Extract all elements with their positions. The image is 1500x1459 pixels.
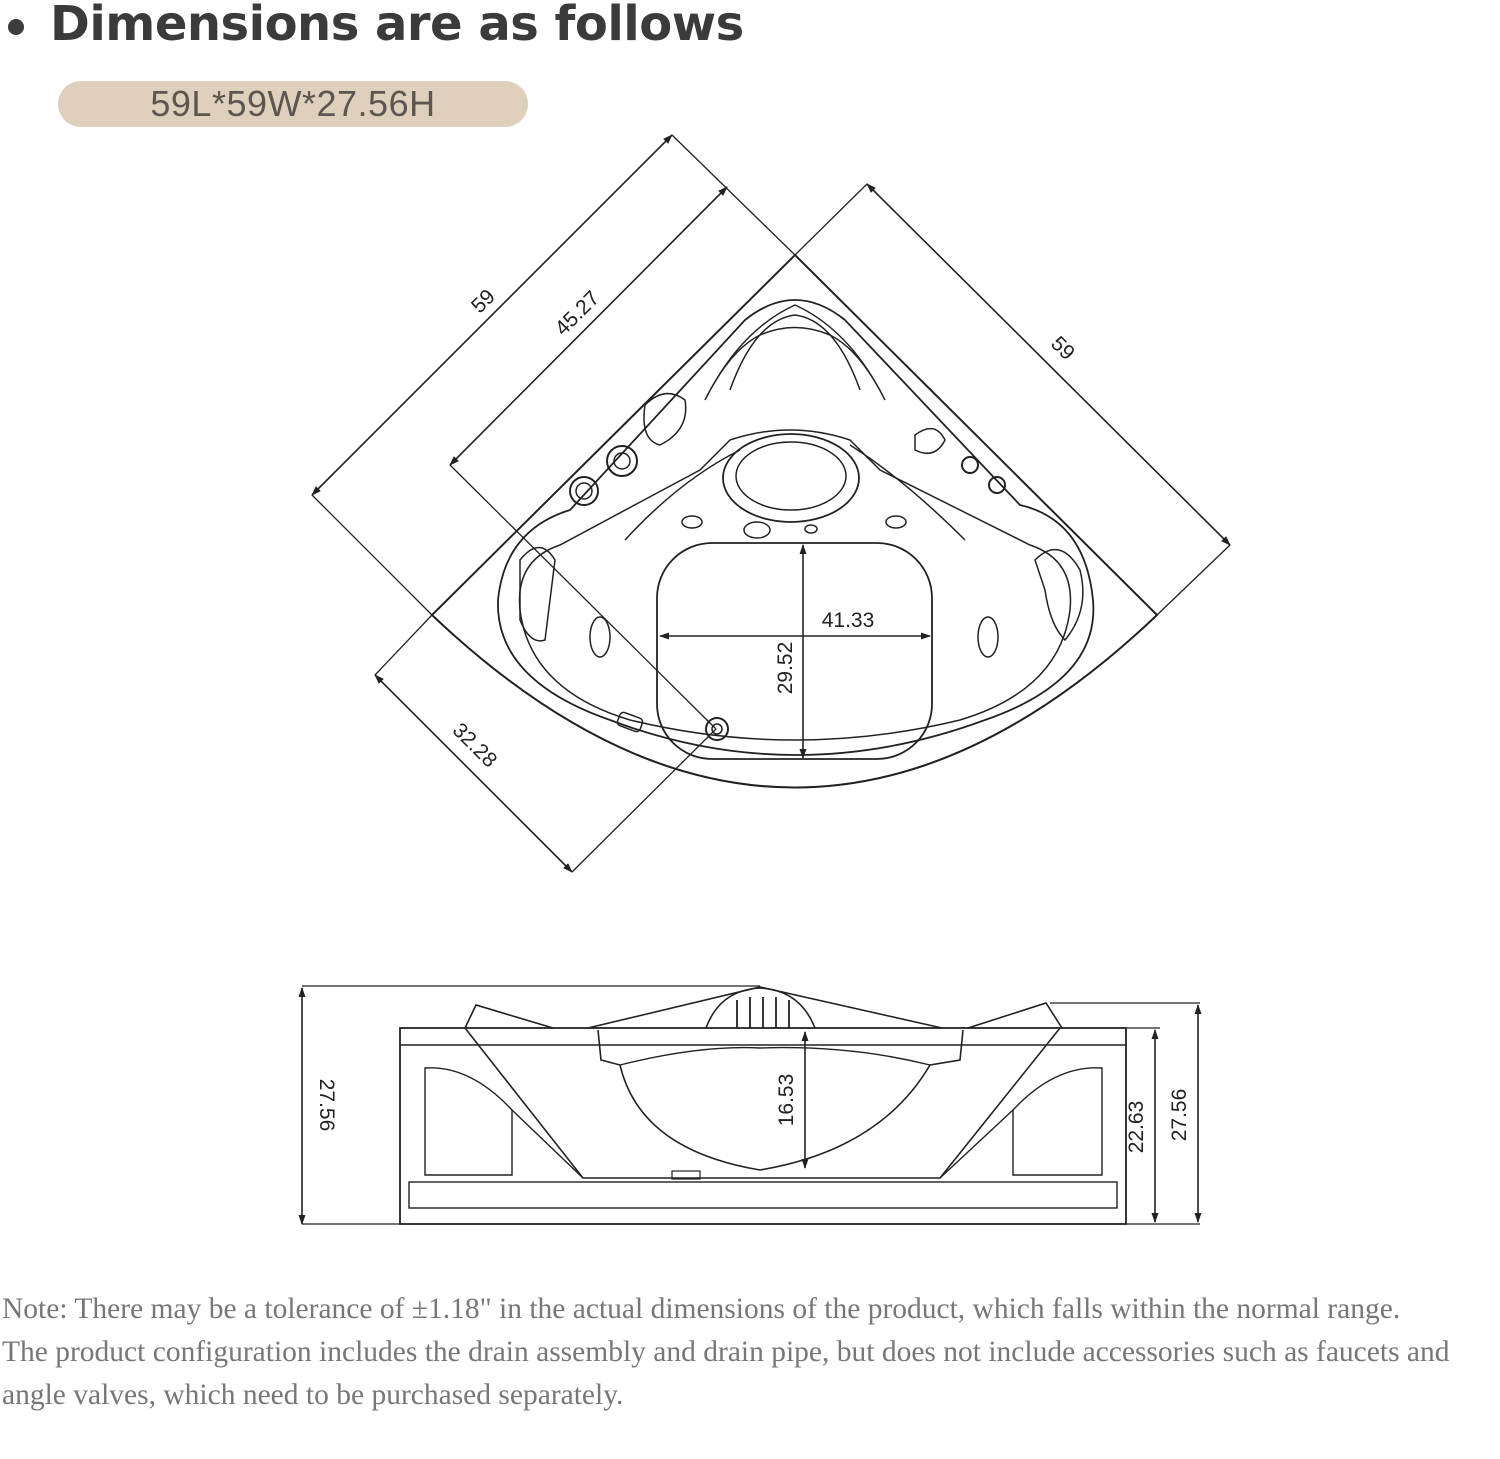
drain-icon [705, 717, 729, 741]
jet-icon [743, 521, 771, 539]
center-pillow [722, 433, 860, 523]
dim-basin-depth: 16.53 [775, 1074, 798, 1127]
dim-inner-left: 45.27 [551, 287, 604, 340]
notes: Note: There may be a tolerance of ±1.18"… [2, 1288, 1498, 1417]
right-cushion [1034, 548, 1084, 642]
jet-icon [961, 456, 979, 474]
basin-profile [597, 1029, 964, 1171]
dimension-drawing: 59 45.27 59 32.28 41.33 29.52 [298, 134, 1231, 1225]
size-label: 59L*59W*27.56H [150, 83, 436, 124]
front-view-labels: 27.56 16.53 22.63 27.56 [315, 1074, 1191, 1154]
left-cushion [519, 546, 556, 642]
jet-icon [804, 524, 818, 534]
jet-icon [977, 616, 999, 658]
tolerance-note: Note: There may be a tolerance of ±1.18"… [2, 1293, 1401, 1325]
top-view-labels: 59 45.27 59 32.28 41.33 29.52 [448, 285, 1079, 772]
dim-seat-depth: 29.52 [774, 642, 797, 695]
dim-seat-width: 41.33 [822, 609, 875, 632]
backrest [587, 986, 943, 1029]
size-badge: 59L*59W*27.56H [58, 81, 528, 127]
dim-height-right: 27.56 [1168, 1089, 1191, 1142]
top-view [430, 253, 1159, 789]
jet-icon [606, 445, 638, 477]
basin [656, 542, 933, 760]
front-view-dimensions [298, 985, 1202, 1225]
jet-icon [681, 515, 703, 529]
tub-rim [497, 299, 1095, 756]
tub-base [408, 1181, 1118, 1209]
section-heading: Dimensions are as follows [8, 0, 744, 54]
jet-icon [569, 476, 599, 506]
jet-icon [589, 616, 611, 658]
front-view [399, 986, 1127, 1225]
heading-title: Dimensions are as follows [50, 0, 744, 52]
dim-apron-height: 22.63 [1125, 1101, 1148, 1154]
overflow-icon [616, 711, 644, 733]
tub-body [399, 1027, 1127, 1225]
jet-icon [885, 515, 907, 529]
top-view-dimensions [311, 134, 1231, 873]
configuration-note: The product configuration includes the d… [2, 1336, 1450, 1411]
pillow-left-icon [643, 392, 687, 446]
bullet-icon [8, 19, 24, 35]
pillow-right-icon [914, 427, 946, 455]
dim-height-left: 27.56 [315, 1079, 338, 1132]
dim-side-right: 59 [1046, 332, 1079, 365]
tub-inner [518, 429, 1072, 741]
dim-front-diagonal: 32.28 [448, 719, 501, 772]
